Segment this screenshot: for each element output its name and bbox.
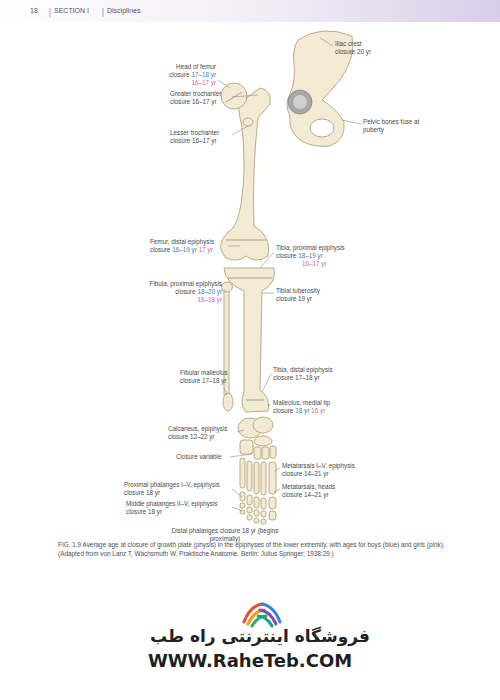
- closure-label: Greater trochanter closure 16–17 yr: [170, 90, 221, 105]
- closure-label: 17 yr: [199, 246, 213, 253]
- label-group: Lesser trochanter closure 16–17 yr: [170, 129, 230, 145]
- closure-label: 18–20 yr: [197, 288, 222, 295]
- label-group: Fibular malleolus closure 17–18 yr: [180, 369, 240, 385]
- closure-label: Calcaneus, epiphysis closure 12–22 yr: [168, 425, 228, 440]
- watermark-text: فروشگاه اینترنتی راه طب: [150, 626, 370, 646]
- closure-label: Distal phalanges closure 18 yr (begins p…: [172, 527, 279, 542]
- label-group: 18: [30, 7, 38, 16]
- closure-label: 18–19 yr: [298, 252, 323, 259]
- label-group: WWW.RaheTeb.COM: [100, 650, 400, 673]
- closure-label: 16–17 yr: [276, 260, 360, 268]
- bones: [220, 31, 352, 524]
- page-number: 18: [30, 7, 38, 14]
- section-header: Disciplines: [107, 7, 140, 14]
- closure-label: Middle phalanges II–V, epiphysis closure…: [126, 500, 217, 515]
- label-group: Tibia, distal epiphysis closure 17–18 yr: [273, 366, 351, 382]
- closure-label: 18 yr: [295, 407, 309, 414]
- closure-label: Lesser trochanter closure 16–17 yr: [170, 129, 219, 144]
- closure-label: Metatarsals, heads closure 14–21 yr: [282, 483, 335, 498]
- header-band: [0, 0, 500, 22]
- closure-label: 16–19 yr: [172, 246, 197, 253]
- label-group: Calcaneus, epiphysis closure 12–22 yr: [168, 425, 236, 441]
- closure-label: Iliac crest closure 20 yr: [335, 40, 371, 55]
- leader-lines: [218, 38, 361, 511]
- closure-label: 16–17 yr: [162, 79, 216, 87]
- label-group: Tibia, proximal epiphysis closure18–19 y…: [276, 244, 360, 268]
- label-group: Malleolus, medial tip closure18 yr16 yr: [273, 399, 345, 415]
- label-group: Distal phalanges closure 18 yr (begins p…: [170, 527, 280, 543]
- closure-label: Pelvic bones fuse at puberty: [363, 118, 419, 133]
- section-header: SECTION I: [54, 7, 89, 14]
- label-group: فروشگاه اینترنتی راه طب: [150, 626, 370, 647]
- label-group: Tibial tuberosity closure 19 yr: [276, 287, 336, 303]
- label-group: Iliac crest closure 20 yr: [335, 40, 381, 56]
- closure-label: 16–18 yr: [136, 296, 222, 304]
- figure-caption: FIG. 1.9 Average age at closure of growt…: [58, 541, 446, 558]
- closure-label: Tibia, distal epiphysis closure 17–18 yr: [273, 366, 333, 381]
- label-group: Pelvic bones fuse at puberty: [363, 118, 421, 134]
- closure-label: Tibial tuberosity closure 19 yr: [276, 287, 320, 302]
- closure-label: 17–18 yr: [191, 71, 216, 78]
- label-group: Metatarsals I–V, epiphysis closure 14–21…: [282, 462, 370, 478]
- closure-label: Metatarsals I–V, epiphysis closure 14–21…: [282, 462, 355, 477]
- watermark-logo: [244, 604, 280, 626]
- label-group: Fibula, proximal epiphysis closure18–20 …: [136, 280, 222, 304]
- label-group: Disciplines: [107, 7, 140, 16]
- closure-label: Proximal phalanges I–V, epiphysis closur…: [124, 481, 220, 496]
- label-group: Middle phalanges II–V, epiphysis closure…: [126, 500, 230, 516]
- closure-label: 16 yr: [311, 407, 325, 414]
- label-group: Femur, distal epiphysis closure16–19 yr1…: [150, 238, 226, 254]
- watermark-url: WWW.RaheTeb.COM: [148, 650, 352, 671]
- label-group: Greater trochanter closure 16–17 yr: [170, 90, 230, 106]
- closure-label: Closure variable: [176, 453, 222, 460]
- label-group: Closure variable: [176, 453, 222, 461]
- closure-label: Fibular malleolus closure 17–18 yr: [180, 369, 228, 384]
- label-group: SECTION I: [54, 7, 89, 16]
- label-group: Proximal phalanges I–V, epiphysis closur…: [124, 481, 230, 497]
- label-group: Metatarsals, heads closure 14–21 yr: [282, 483, 344, 499]
- label-group: Head of femur closure17–18 yr16–17 yr: [162, 63, 216, 87]
